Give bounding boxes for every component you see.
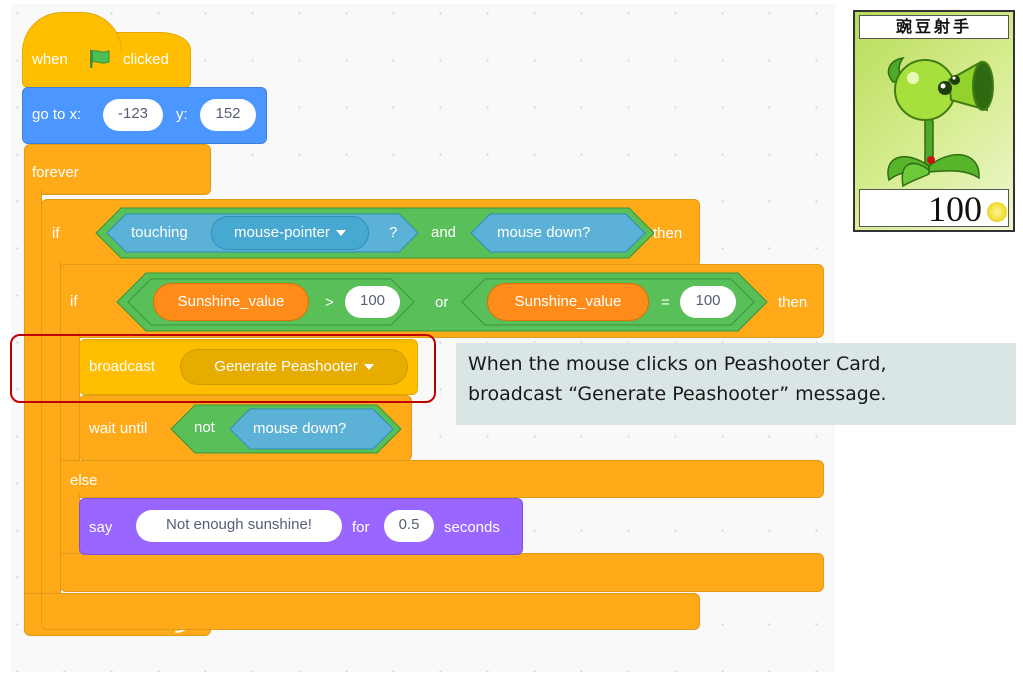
y-input[interactable]: 152: [200, 99, 256, 131]
card-cost: 100: [859, 189, 1009, 228]
if-else-middle: [60, 460, 824, 498]
when-label: when: [32, 51, 68, 68]
touching-target-dropdown[interactable]: mouse-pointer: [211, 216, 369, 250]
seconds-label: seconds: [444, 519, 500, 536]
clicked-label: clicked: [123, 51, 169, 68]
if-outer-bottom: [41, 593, 700, 630]
greater-than-label: >: [325, 294, 334, 311]
annotation-line-1: When the mouse clicks on Peashooter Card…: [468, 353, 887, 375]
dropdown-caret-icon: [363, 364, 374, 371]
gt-value-input[interactable]: 100: [345, 286, 400, 318]
go-to-label: go to x:: [32, 106, 82, 123]
y-label: y:: [176, 106, 188, 123]
for-label: for: [352, 519, 370, 536]
if-outer-label: if: [52, 225, 60, 242]
broadcast-label: broadcast: [89, 358, 155, 375]
sunshine-value-var-left[interactable]: Sunshine_value: [153, 283, 309, 321]
touching-label: touching: [131, 224, 188, 241]
mouse-down-label: mouse down?: [497, 224, 591, 241]
green-flag-icon[interactable]: [89, 49, 111, 74]
not-label: not: [194, 419, 215, 436]
mouse-down-block-2[interactable]: [229, 408, 394, 450]
question-mark: ?: [389, 224, 398, 241]
and-label: and: [431, 224, 457, 241]
peashooter-icon: [863, 40, 1005, 195]
mouse-down-block[interactable]: [470, 213, 646, 253]
touching-target-value: mouse-pointer: [234, 224, 330, 241]
broadcast-highlight-box: [10, 334, 436, 403]
else-label: else: [70, 472, 98, 489]
card-title: 豌豆射手: [859, 15, 1009, 39]
equals-label: =: [661, 294, 670, 311]
peashooter-card[interactable]: 豌豆射手 100: [853, 10, 1015, 232]
say-label: say: [89, 519, 113, 536]
wait-until-label: wait until: [89, 420, 148, 437]
forever-block[interactable]: [24, 144, 211, 195]
seconds-input[interactable]: 0.5: [384, 510, 434, 542]
if-else-bottom: [60, 553, 824, 592]
broadcast-message-dropdown[interactable]: Generate Peashooter: [180, 349, 408, 385]
then-label-inner: then: [778, 294, 808, 311]
if-else-arm-bottom: [60, 494, 80, 554]
say-message-input[interactable]: Not enough sunshine!: [136, 510, 342, 542]
broadcast-message-value: Generate Peashooter: [214, 358, 358, 375]
if-outer-arm: [41, 262, 61, 596]
sunshine-value-var-right[interactable]: Sunshine_value: [487, 283, 649, 321]
annotation-line-2: broadcast “Generate Peashooter” message.: [468, 383, 887, 405]
or-label: or: [435, 294, 449, 311]
x-input[interactable]: -123: [103, 99, 163, 131]
dropdown-caret-icon: [335, 230, 346, 237]
then-label-outer: then: [653, 225, 683, 242]
forever-label: forever: [32, 164, 79, 181]
eq-value-input[interactable]: 100: [680, 286, 736, 318]
sun-icon: [987, 202, 1007, 222]
if-inner-label: if: [70, 293, 78, 310]
mouse-down-label-2: mouse down?: [253, 420, 347, 437]
annotation-note: When the mouse clicks on Peashooter Card…: [456, 343, 1016, 425]
